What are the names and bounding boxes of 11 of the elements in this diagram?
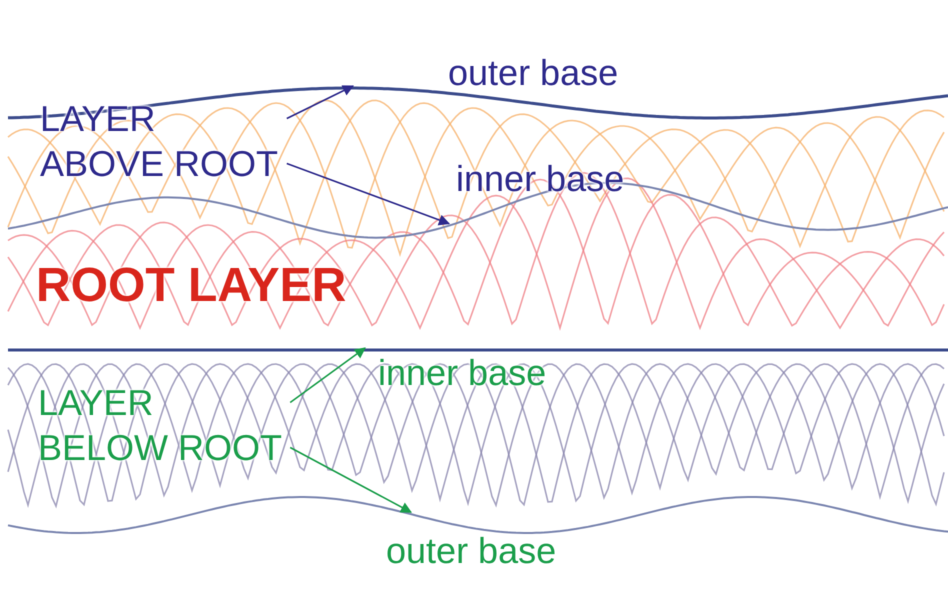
base-label: outer base	[448, 52, 618, 94]
layer-label: LAYER BELOW ROOT	[38, 380, 288, 470]
outer-base-curve	[8, 496, 948, 534]
leader-line	[290, 347, 366, 404]
base-label: outer base	[386, 530, 556, 572]
leader-line	[286, 162, 450, 226]
layer-title: ROOT LAYER	[36, 258, 346, 314]
leader-line	[290, 446, 412, 513]
base-label: inner base	[378, 352, 546, 394]
leader-line	[286, 85, 354, 120]
inner-base-line	[8, 348, 948, 352]
